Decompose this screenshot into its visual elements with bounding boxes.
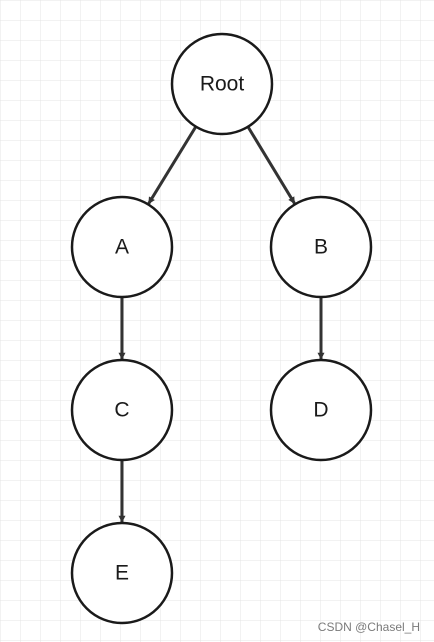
node-b: B — [269, 195, 373, 299]
node-label-root: Root — [200, 73, 245, 96]
node-a: A — [70, 195, 174, 299]
node-c: C — [70, 358, 174, 462]
node-circle-b — [269, 195, 373, 299]
node-circle-d — [269, 358, 373, 462]
node-e: E — [70, 521, 174, 625]
node-label-b: B — [314, 236, 328, 259]
node-label-a: A — [115, 236, 129, 259]
node-circle-e — [70, 521, 174, 625]
node-label-d: D — [313, 399, 328, 422]
edge-root-to-a — [147, 125, 198, 205]
node-d: D — [269, 358, 373, 462]
edge-root-to-b — [246, 125, 296, 205]
edges-layer — [118, 125, 325, 523]
node-circle-a — [70, 195, 174, 299]
node-label-e: E — [115, 562, 129, 585]
node-label-c: C — [114, 399, 129, 422]
node-root: Root — [170, 32, 274, 136]
node-circle-c — [70, 358, 174, 462]
node-circle-root — [170, 32, 274, 136]
watermark-text: CSDN @Chasel_H — [317, 620, 420, 634]
